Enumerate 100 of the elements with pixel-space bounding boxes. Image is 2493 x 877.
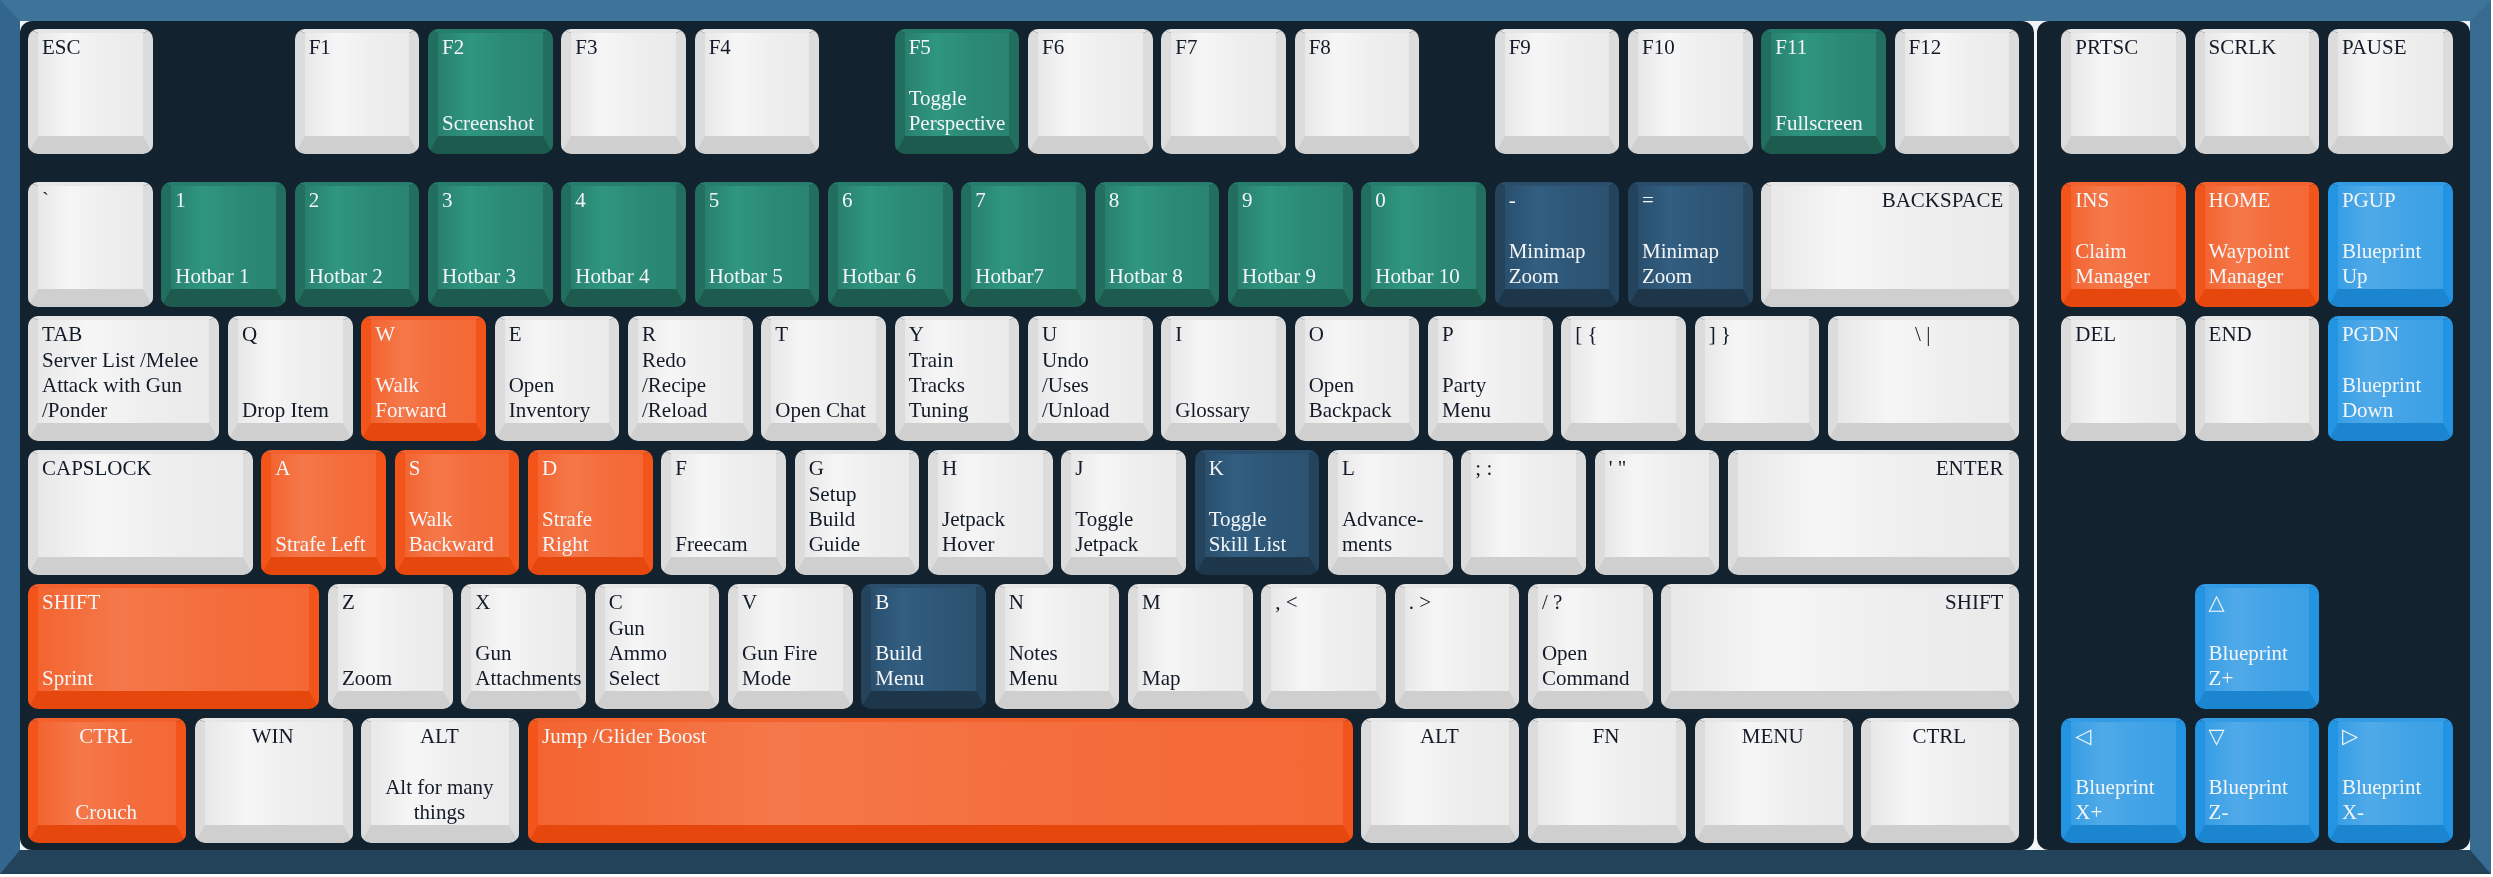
keycap: [394, 450, 520, 575]
keycap: [1361, 182, 1487, 307]
keycap: [261, 450, 387, 575]
keycap: [2194, 718, 2320, 843]
key-legend: ] }: [1708, 322, 1731, 347]
key-action-label: Blueprint X-: [2341, 775, 2423, 825]
keycap: [894, 316, 1020, 441]
key-legend: F8: [1308, 35, 1331, 60]
key-action-label: Jetpack Hover: [941, 507, 1006, 557]
keycap: [494, 316, 620, 441]
key-legend: Y: [908, 322, 924, 347]
key-action-label: Hotbar 3: [442, 264, 517, 289]
keycap: [28, 29, 153, 154]
key-action-label: Glossary: [1175, 398, 1250, 423]
key-legend: Jump /Glider Boost: [542, 724, 707, 749]
key-action-label: Gun Ammo Select: [608, 616, 668, 691]
keycap: [927, 450, 1053, 575]
key-action-label: Advance- ments: [1341, 507, 1425, 557]
key-action-label: Undo /Uses /Unload: [1041, 348, 1111, 423]
key-legend: X: [475, 590, 491, 615]
key-legend: ▽: [2208, 724, 2225, 749]
key-action-label: Open Command: [1541, 641, 1631, 691]
key-legend: F9: [1508, 35, 1531, 60]
key-legend: N: [1008, 590, 1024, 615]
key-action-label: Map: [1141, 666, 1181, 691]
key-legend: ENTER: [1935, 456, 2004, 481]
keycap: [428, 29, 553, 154]
keycap: [1727, 450, 2020, 575]
key-legend: 3: [442, 188, 453, 213]
key-action-label: Screenshot: [442, 111, 535, 136]
keycap: [1527, 718, 1687, 843]
key-action-label: Hotbar 9: [1241, 264, 1317, 289]
keycap: [961, 182, 1087, 307]
key-action-label: Setup Build Guide: [808, 482, 861, 557]
keycap: [1394, 584, 1520, 709]
keycap: [2061, 182, 2187, 307]
key-legend: ; :: [1475, 456, 1493, 481]
keycap: [1061, 450, 1187, 575]
key-action-label: Hotbar 4: [575, 264, 650, 289]
key-legend: FN: [1592, 724, 1620, 749]
key-legend: SCRLK: [2208, 35, 2277, 60]
keycap: [1827, 316, 2020, 441]
key-legend: 2: [308, 188, 320, 213]
keycap: [1527, 584, 1653, 709]
key-action-label: Blueprint Down: [2341, 373, 2423, 423]
key-legend: [ {: [1575, 322, 1598, 347]
keycap: [1027, 316, 1153, 441]
keycap: [2061, 718, 2187, 843]
keycap: [1027, 29, 1153, 154]
key-action-label: Strafe Right: [542, 507, 594, 557]
key-legend: G: [808, 456, 824, 481]
keycap: [1594, 450, 1720, 575]
keycap: [28, 450, 253, 575]
key-legend: PAUSE: [2341, 35, 2407, 60]
keycap: [2061, 29, 2187, 154]
key-action-label: Hotbar 6: [841, 264, 917, 289]
keycap: [28, 182, 153, 307]
key-action-label: Claim Manager: [2075, 239, 2151, 289]
keycap: [361, 718, 520, 843]
keycap: [1627, 29, 1753, 154]
key-action-label: Blueprint Z-: [2208, 775, 2289, 825]
key-legend: ALT: [419, 724, 459, 749]
key-legend: ' ": [1608, 456, 1627, 481]
keycap: [361, 316, 487, 441]
key-action-label: Hotbar7: [975, 264, 1045, 289]
key-legend: 0: [1375, 188, 1386, 213]
key-legend: S: [408, 456, 421, 481]
key-action-label: Waypoint Manager: [2208, 239, 2291, 289]
key-legend: TAB: [42, 322, 83, 347]
key-legend: PGUP: [2341, 188, 2396, 213]
keycap: [894, 29, 1020, 154]
key-action-label: Open Inventory: [508, 373, 592, 423]
key-action-label: Walk Backward: [408, 507, 495, 557]
keycap: [2194, 316, 2320, 441]
keycap: [1094, 182, 1220, 307]
key-legend: PGDN: [2341, 322, 2400, 347]
keycap: [1227, 182, 1353, 307]
key-legend: SHIFT: [42, 590, 101, 615]
key-action-label: Hotbar 2: [308, 264, 383, 289]
key-legend: 6: [841, 188, 853, 213]
key-legend: -: [1508, 188, 1516, 213]
key-legend: 4: [575, 188, 586, 213]
key-legend: WIN: [251, 724, 294, 749]
key-legend: C: [608, 590, 623, 615]
keycap: [2327, 29, 2453, 154]
key-legend: A: [275, 456, 291, 481]
keycap: [428, 182, 553, 307]
key-legend: . >: [1408, 590, 1431, 615]
key-action-label: Toggle Perspective: [908, 86, 1006, 136]
keycap: [228, 316, 353, 441]
key-legend: / ?: [1541, 590, 1563, 615]
key-legend: M: [1141, 590, 1161, 615]
key-action-label: Blueprint X+: [2075, 775, 2156, 825]
keycap: [561, 29, 687, 154]
key-legend: F5: [908, 35, 931, 60]
keycap: [2061, 316, 2187, 441]
keycap: [2194, 182, 2320, 307]
key-legend: INS: [2075, 188, 2110, 213]
keycap: [2194, 29, 2320, 154]
keycap: [1761, 29, 1887, 154]
